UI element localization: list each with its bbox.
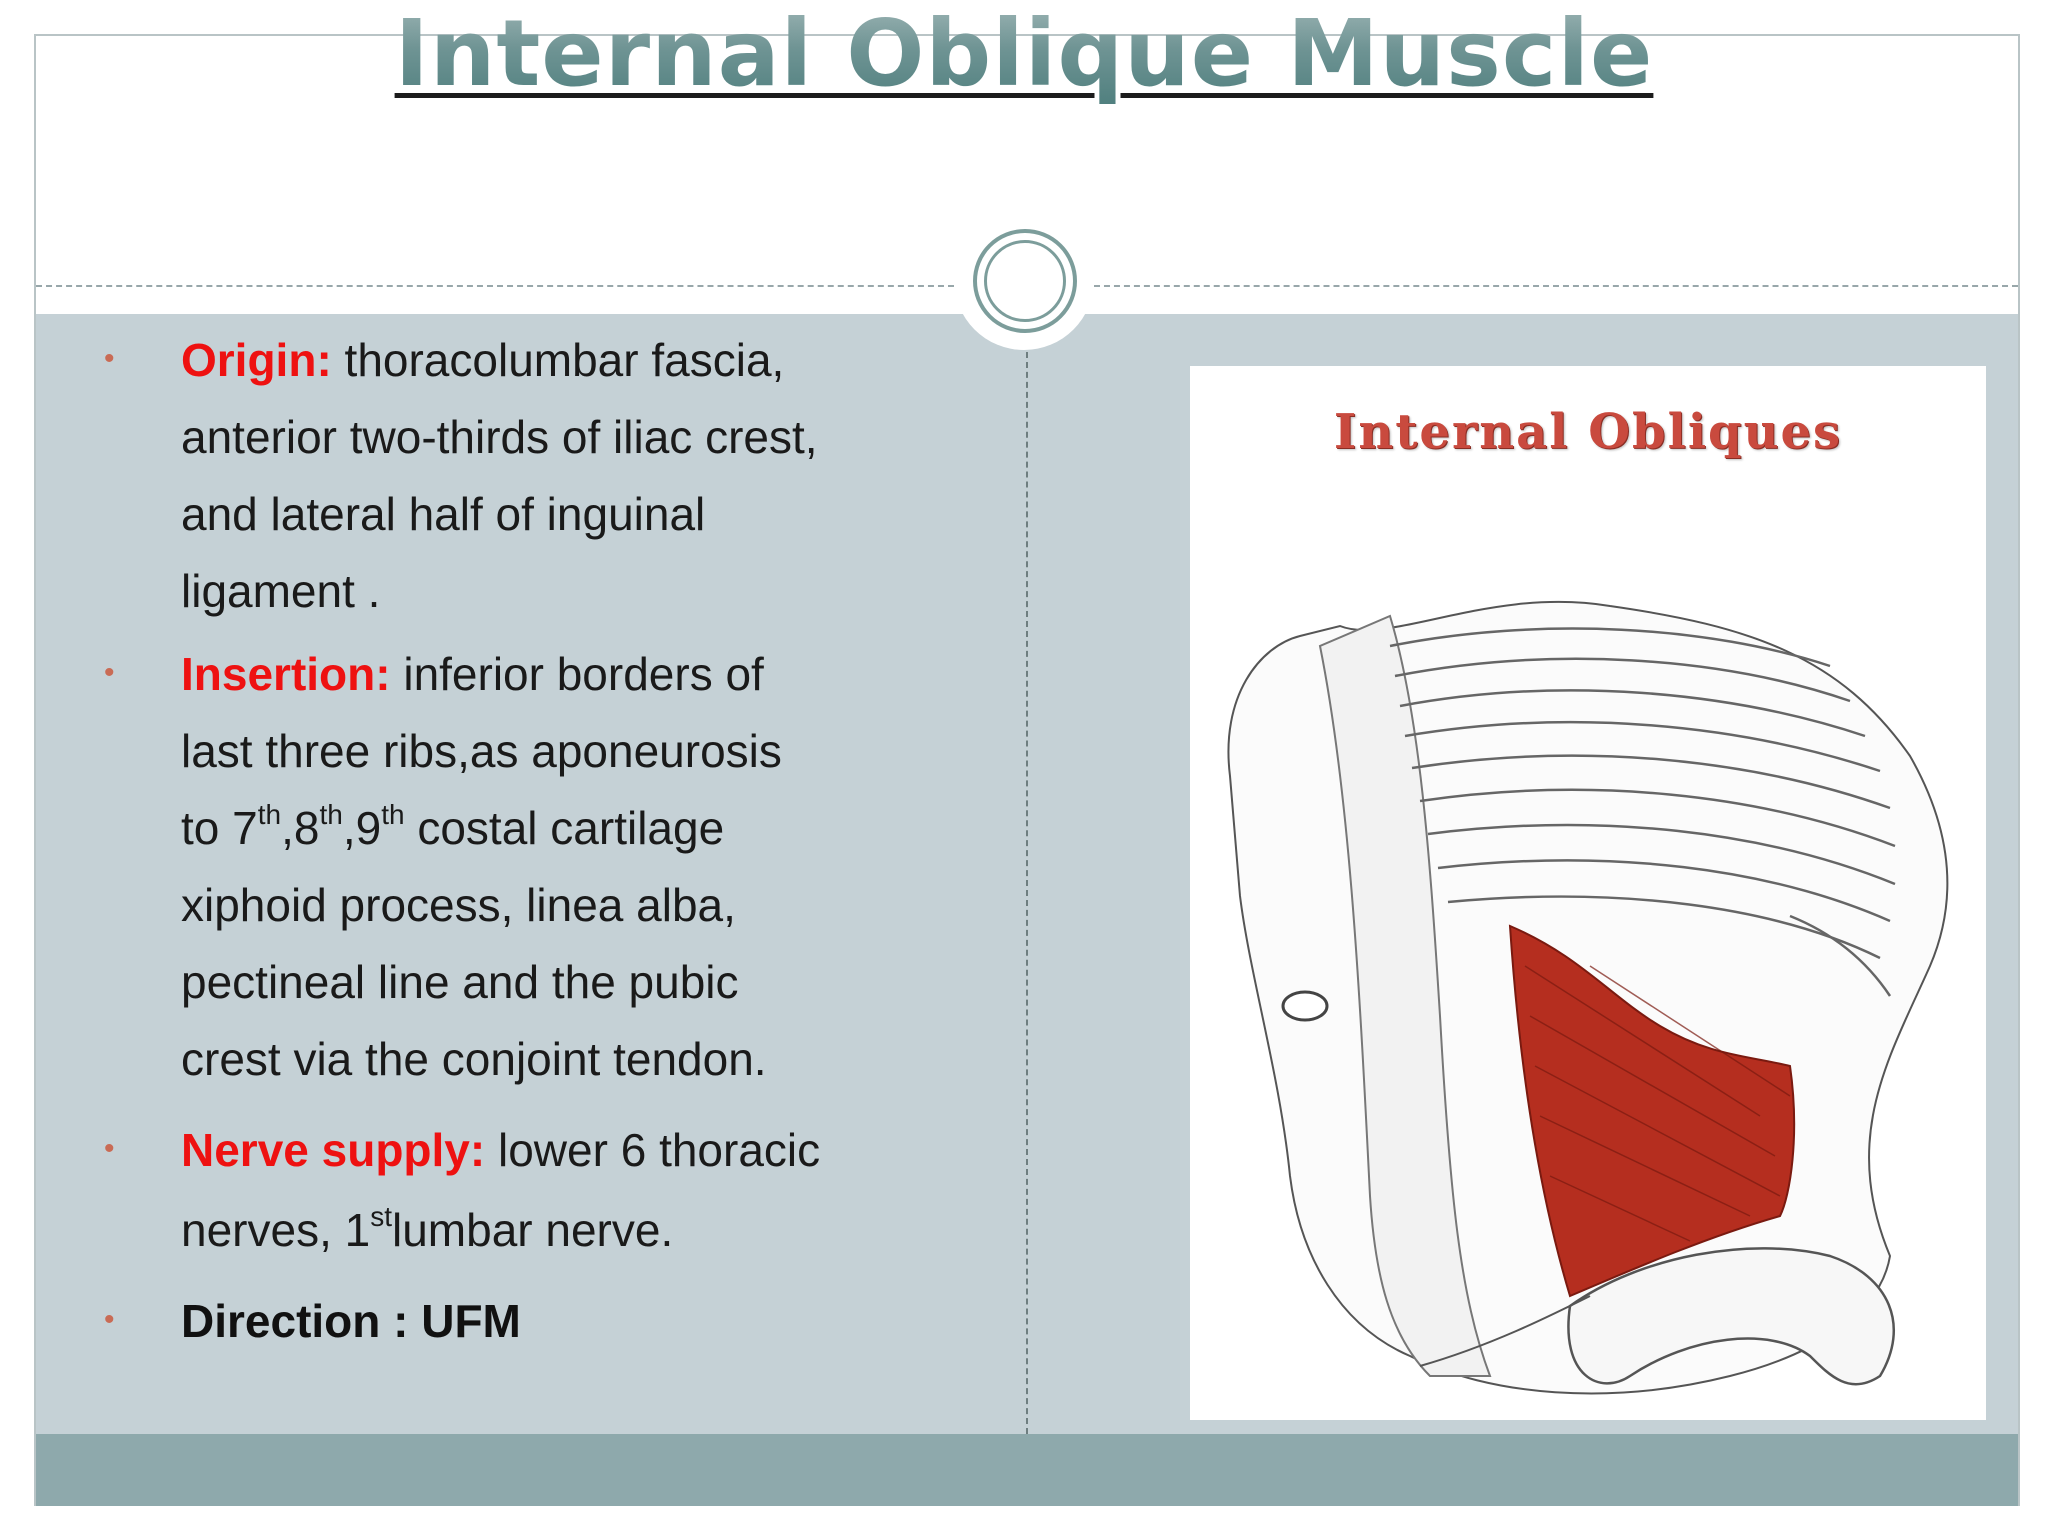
inguinal-ligament xyxy=(1419,1295,1591,1367)
muscle-fibers xyxy=(1524,965,1791,1242)
origin-text-1: thoracolumbar fascia, xyxy=(331,334,785,386)
nerve-text-1: lower 6 thoracic xyxy=(485,1124,821,1176)
insertion-line-4: xiphoid process, linea alba, xyxy=(181,879,736,931)
bullet-dot-icon: • xyxy=(104,656,115,689)
iliac-crest xyxy=(1567,1247,1895,1386)
insertion-line-2: last three ribs,as aponeurosis xyxy=(181,725,782,777)
decorative-ring-inner xyxy=(984,240,1066,322)
bullet-dot-icon: • xyxy=(104,342,115,375)
figure-title: Internal Obliques xyxy=(1333,404,1843,460)
insertion-text-3a: to 7 xyxy=(181,802,258,854)
origin-label: Origin: xyxy=(181,334,332,386)
anatomy-figure: Internal Obliques xyxy=(1190,366,1986,1420)
origin-line-4: ligament . xyxy=(181,565,381,617)
rib-lines xyxy=(1389,627,1896,997)
insertion-line-5: pectineal line and the pubic xyxy=(181,956,739,1008)
umbilicus xyxy=(1281,990,1329,1022)
origin-line-3: and lateral half of inguinal xyxy=(181,488,706,540)
slide-title-text: Internal Oblique Muscle xyxy=(394,0,1654,107)
ordinal-sup: th xyxy=(257,798,282,830)
insertion-text-1: inferior borders of xyxy=(390,648,764,700)
insertion-line-1: Insertion: inferior borders of xyxy=(181,636,764,713)
insertion-line-3: to 7th,8th,9th costal cartilage xyxy=(181,790,724,867)
column-divider xyxy=(1026,352,1028,1434)
insertion-text-3c: ,9 xyxy=(342,802,382,854)
bullet-dot-icon: • xyxy=(104,1132,115,1165)
footer-band xyxy=(36,1434,2018,1506)
header-divider-right xyxy=(1094,285,2018,287)
slide-title: Internal Oblique Muscle xyxy=(0,4,2048,104)
ordinal-sup: th xyxy=(319,798,343,830)
origin-line-1: Origin: thoracolumbar fascia, xyxy=(181,322,784,399)
origin-line-2: anterior two-thirds of iliac crest, xyxy=(181,411,818,463)
anatomy-illustration xyxy=(1227,600,1949,1395)
header-divider-left xyxy=(36,285,954,287)
nerve-text-2b: lumbar nerve. xyxy=(392,1204,674,1256)
bullet-dot-icon: • xyxy=(104,1303,115,1336)
rectus-sheath xyxy=(1318,614,1492,1377)
nerve-line-1: Nerve supply: lower 6 thoracic xyxy=(181,1112,820,1189)
ordinal-sup: th xyxy=(381,798,405,830)
insertion-label: Insertion: xyxy=(181,648,391,700)
insertion-line-6: crest via the conjoint tendon. xyxy=(181,1033,767,1085)
nerve-line-2: nerves, 1stlumbar nerve. xyxy=(181,1192,673,1269)
nerve-label: Nerve supply: xyxy=(181,1124,486,1176)
ordinal-sup: st xyxy=(370,1200,392,1232)
nerve-text-2a: nerves, 1 xyxy=(181,1204,371,1256)
insertion-text-3b: ,8 xyxy=(281,802,320,854)
insertion-text-3d: costal cartilage xyxy=(404,802,725,854)
direction-line: Direction : UFM xyxy=(181,1295,521,1347)
